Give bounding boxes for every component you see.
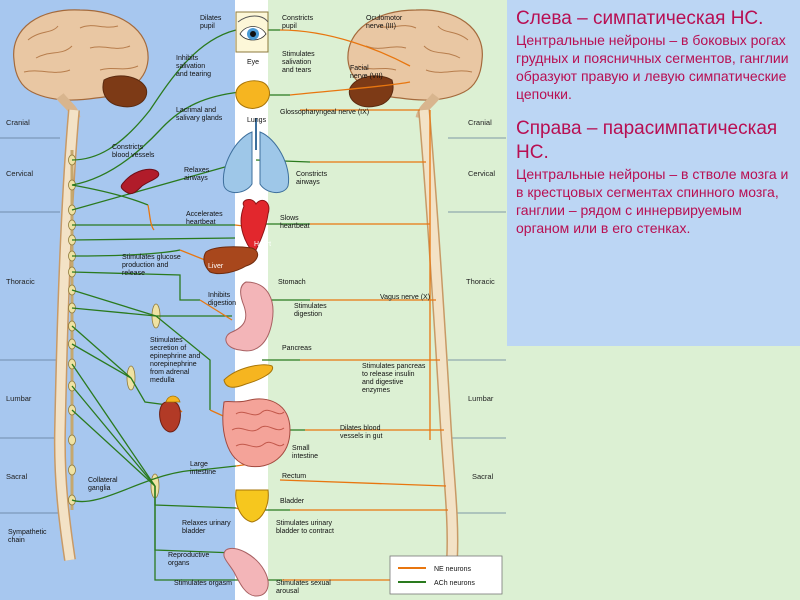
note-text-parasympathetic: Центральные нейроны – в стволе мозга и в…	[516, 166, 789, 236]
label-vagus-nerve: Vagus nerve (X)	[380, 294, 430, 301]
intestines	[222, 398, 291, 468]
region-label-cervical-right: Cervical	[468, 169, 495, 178]
heart	[240, 199, 270, 255]
organ-label-rectum: Rectum	[282, 473, 306, 480]
region-label-lumbar-left: Lumbar	[6, 394, 32, 403]
stomach	[225, 281, 274, 352]
region-label-cranial-right: Cranial	[468, 118, 492, 127]
label-glossopharyngeal-nerve: Glossopharyngeal nerve (IX)	[280, 109, 369, 116]
ach-neuron-paths	[71, 29, 311, 581]
eye	[235, 11, 269, 53]
adrenal-gland	[165, 395, 181, 403]
liver	[203, 246, 259, 275]
organ-label-liver: Liver	[208, 263, 224, 270]
right-lower-background	[508, 346, 800, 600]
region-label-sacral-right: Sacral	[472, 472, 494, 481]
region-label-thoracic-left: Thoracic	[6, 277, 35, 286]
organ-label-pancreas: Pancreas	[282, 345, 312, 352]
salivary-glands	[235, 80, 270, 109]
note-heading-parasympathetic: Справа – парасимпатическая НС.	[516, 118, 778, 163]
kidney-adrenal	[159, 401, 181, 433]
note-heading-sympathetic: Слева – симпатическая НС.	[516, 8, 764, 29]
region-dividers	[0, 137, 506, 514]
bladder	[235, 489, 269, 523]
organ-label-heart: Heart	[254, 241, 271, 248]
pancreas	[223, 364, 274, 388]
organ-label-eye: Eye	[247, 59, 259, 66]
organ-label-lungs: Lungs	[247, 117, 267, 124]
region-label-cervical-left: Cervical	[6, 169, 33, 178]
label-stimulates-orgasm: Stimulates orgasm	[174, 580, 232, 587]
region-label-cranial-left: Cranial	[6, 118, 30, 127]
region-label-thoracic-right: Thoracic	[466, 277, 495, 286]
note-text-sympathetic: Центральные нейроны – в боковых рогах гр…	[516, 32, 789, 102]
region-label-sacral-left: Sacral	[6, 472, 28, 481]
brain-right	[347, 9, 483, 120]
blood-vessel	[120, 168, 160, 195]
organ-label-bladder: Bladder	[280, 498, 305, 505]
legend-ne-label: NE neurons	[434, 566, 471, 573]
explanation-panel: Слева – симпатическая НС. Центральные не…	[507, 0, 800, 346]
organ-label-stomach: Stomach	[278, 279, 306, 286]
legend: NE neurons ACh neurons	[389, 555, 503, 595]
lungs	[222, 118, 290, 193]
legend-ach-label: ACh neurons	[434, 580, 475, 587]
region-label-lumbar-right: Lumbar	[468, 394, 494, 403]
reproductive-organ	[223, 548, 269, 597]
